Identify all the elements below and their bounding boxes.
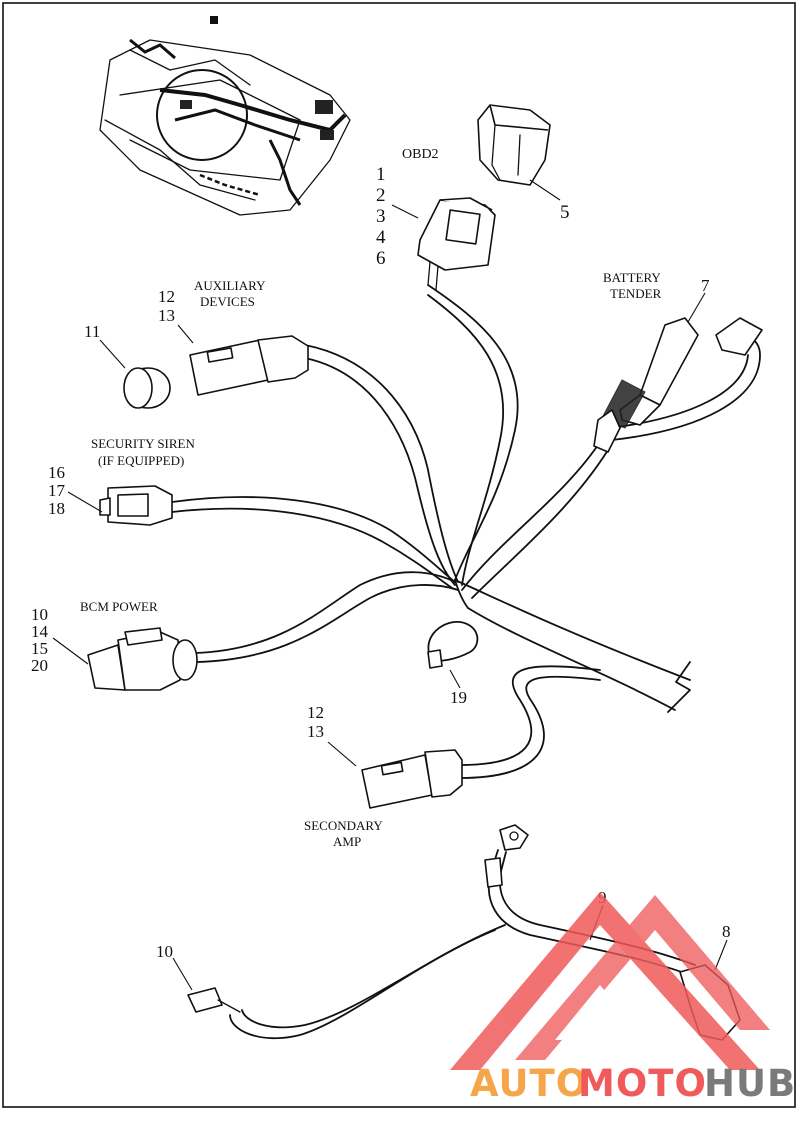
secondary-amp-branch-2 <box>459 675 601 779</box>
obd2-item-4: 4 <box>376 227 386 248</box>
item-11-label: 11 <box>84 322 100 341</box>
siren-branch <box>171 496 456 583</box>
battery-tender-label-line2: TENDER <box>610 286 662 301</box>
amp-item-12: 12 <box>307 703 324 722</box>
item-8-label: 8 <box>722 922 731 941</box>
battery-tender-loop <box>611 335 761 441</box>
bcm-item-10: 10 <box>31 605 48 624</box>
harness-clip <box>427 621 479 669</box>
obd2-item-1: 1 <box>376 164 386 185</box>
battery-tender-branch-2 <box>471 449 609 599</box>
auxiliary-label-line2: DEVICES <box>200 294 255 309</box>
watermark-hub: HUB <box>704 1062 796 1105</box>
security-siren-label-line2: (IF EQUIPPED) <box>98 453 184 468</box>
bcm-item-20: 20 <box>31 656 48 675</box>
obd2-cap <box>477 104 551 186</box>
battery-tender-branch <box>461 444 599 591</box>
automotohub-watermark-logo <box>450 892 770 1070</box>
bcm-branch <box>194 571 456 654</box>
bcm-item-15: 15 <box>31 639 48 658</box>
item-7-label: 7 <box>701 276 710 295</box>
secondary-amp-label-line2: AMP <box>333 834 361 849</box>
auxiliary-branch-2 <box>304 357 456 586</box>
lower-harness <box>187 824 741 1041</box>
item-10-label: 10 <box>156 942 173 961</box>
obd2-branch-wire-2 <box>427 294 505 586</box>
bcm-power-connector <box>87 627 198 691</box>
motorcycle-frame-inset <box>99 16 351 216</box>
siren-item-17: 17 <box>48 481 66 500</box>
security-siren-label-line1: SECURITY SIREN <box>91 436 195 451</box>
aux-item-12: 12 <box>158 287 175 306</box>
cap-plug <box>123 367 171 409</box>
auxiliary-label-line1: AUXILIARY <box>194 278 266 293</box>
main-harness-trunk <box>454 579 691 713</box>
leader-lines <box>52 179 728 991</box>
obd2-item-6: 6 <box>376 248 386 269</box>
obd2-item-2: 2 <box>376 185 386 206</box>
siren-branch-2 <box>171 507 453 589</box>
aux-item-13: 13 <box>158 306 175 325</box>
item-5-label: 5 <box>560 202 570 223</box>
secondary-amp-branch <box>459 665 601 766</box>
obd2-item-3: 3 <box>376 206 386 227</box>
secondary-amp-connector <box>361 749 463 809</box>
secondary-amp-label-line1: SECONDARY <box>304 818 383 833</box>
watermark-auto: AUTO <box>470 1062 588 1105</box>
watermark-moto: MOTO <box>578 1062 707 1105</box>
bcm-item-14: 14 <box>31 622 49 641</box>
bcm-power-label: BCM POWER <box>80 599 158 614</box>
siren-item-18: 18 <box>48 499 65 518</box>
battery-tender-label-line1: BATTERY <box>603 270 661 285</box>
auxiliary-branch <box>304 344 459 583</box>
battery-tender-connector <box>593 317 763 453</box>
obd2-branch-wire <box>427 284 519 581</box>
auxiliary-connector <box>189 335 309 396</box>
amp-item-13: 13 <box>307 722 324 741</box>
obd2-label: OBD2 <box>402 147 439 162</box>
bcm-branch-2 <box>194 584 459 663</box>
diagram-frame <box>2 2 796 1108</box>
security-siren-connector <box>99 485 173 526</box>
siren-item-16: 16 <box>48 463 65 482</box>
obd2-connector <box>417 197 496 291</box>
item-19-label: 19 <box>450 688 467 707</box>
automotohub-watermark-text: AUTO MOTO HUB <box>470 1062 796 1105</box>
